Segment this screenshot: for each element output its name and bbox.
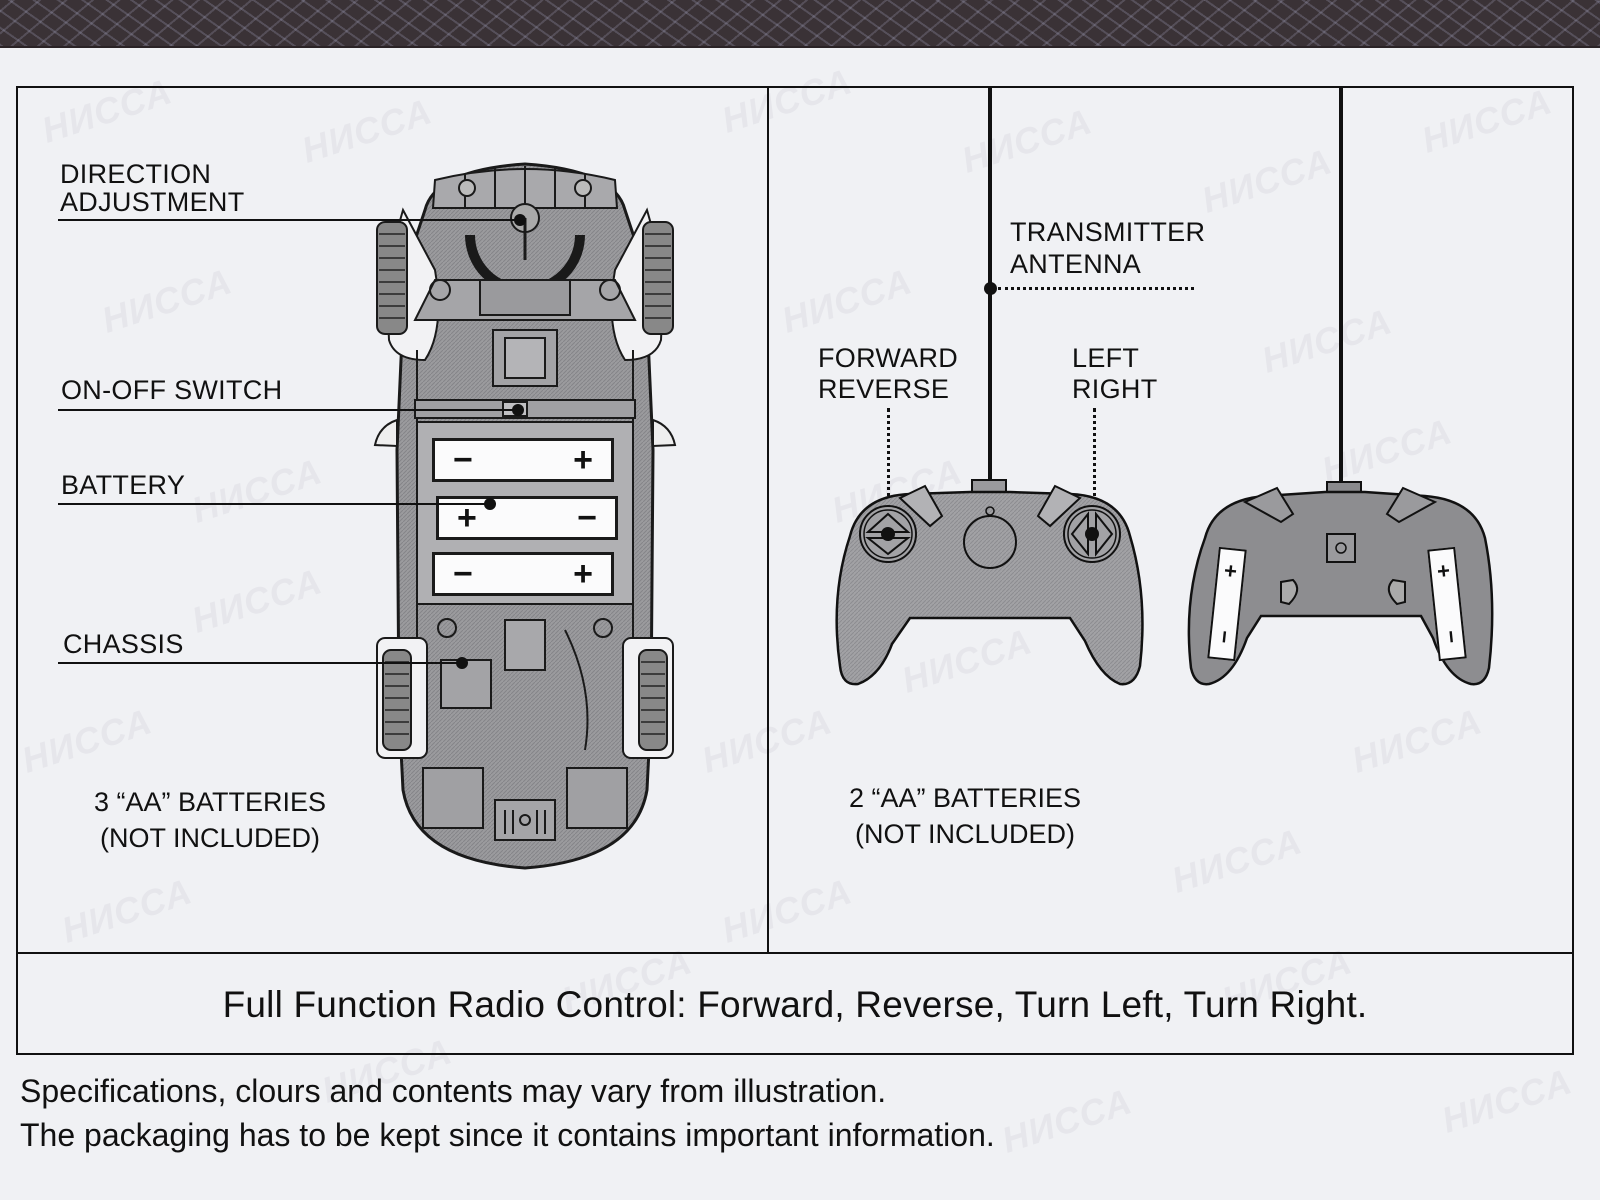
battery-cell: − + (432, 552, 614, 596)
forward-reverse-label: FORWARD REVERSE (818, 343, 959, 404)
rear-remote-antenna (1339, 86, 1343, 486)
negative-terminal-icon: − (577, 498, 597, 537)
left-right-leader (1093, 408, 1096, 534)
remote-front-illustration (835, 479, 1144, 686)
battery-leader (58, 503, 490, 505)
positive-terminal-icon: + (573, 554, 593, 593)
battery-cell: − + (432, 438, 614, 482)
on-off-switch-label: ON-OFF SWITCH (61, 375, 283, 405)
direction-adjustment-pointer (514, 214, 526, 226)
remote-battery-note: 2 “AA” BATTERIES (NOT INCLUDED) (815, 780, 1115, 852)
watermark: НИССА (1436, 1060, 1577, 1141)
instruction-frame (16, 86, 1574, 1055)
car-battery-note: 3 “AA” BATTERIES (NOT INCLUDED) (60, 784, 360, 856)
disclaimer-line-1: Specifications, clours and contents may … (20, 1073, 887, 1109)
positive-terminal-icon: + (1435, 557, 1452, 584)
remote-battery-not-included: (NOT INCLUDED) (854, 819, 1075, 849)
car-battery-count: 3 “AA” BATTERIES (93, 787, 327, 817)
transmitter-antenna-label: TRANSMITTER ANTENNA (1010, 217, 1206, 279)
car-underside-illustration (373, 162, 677, 870)
forward-reverse-leader (887, 408, 890, 534)
panel-divider (767, 86, 769, 954)
on-off-switch-pointer (512, 404, 524, 416)
on-off-switch-leader (58, 409, 518, 411)
negative-terminal-icon: − (1210, 629, 1238, 645)
car-battery-not-included: (NOT INCLUDED) (99, 823, 320, 853)
chassis-label: CHASSIS (63, 629, 184, 659)
left-right-label: LEFT RIGHT (1072, 343, 1158, 404)
full-function-banner: Full Function Radio Control: Forward, Re… (222, 983, 1368, 1025)
negative-terminal-icon: − (453, 554, 473, 593)
banner-divider (16, 952, 1574, 954)
battery-label: BATTERY (61, 470, 186, 500)
photo-background-strip (0, 0, 1600, 48)
direction-adjustment-label: DIRECTION ADJUSTMENT (60, 159, 245, 217)
chassis-leader (58, 662, 462, 664)
positive-terminal-icon: + (1222, 557, 1239, 584)
watermark: НИССА (996, 1080, 1137, 1161)
positive-terminal-icon: + (573, 440, 593, 479)
negative-terminal-icon: − (453, 440, 473, 479)
battery-pointer (484, 498, 496, 510)
antenna-pointer (984, 282, 997, 295)
remote-battery-count: 2 “AA” BATTERIES (848, 783, 1082, 813)
remote-rear-illustration (1187, 481, 1494, 686)
direction-adjustment-leader (58, 219, 520, 221)
antenna-leader (998, 287, 1194, 290)
disclaimer-line-2: The packaging has to be kept since it co… (20, 1117, 995, 1153)
chassis-pointer (456, 657, 468, 669)
positive-terminal-icon: + (457, 498, 477, 537)
negative-terminal-icon: − (1437, 629, 1465, 645)
